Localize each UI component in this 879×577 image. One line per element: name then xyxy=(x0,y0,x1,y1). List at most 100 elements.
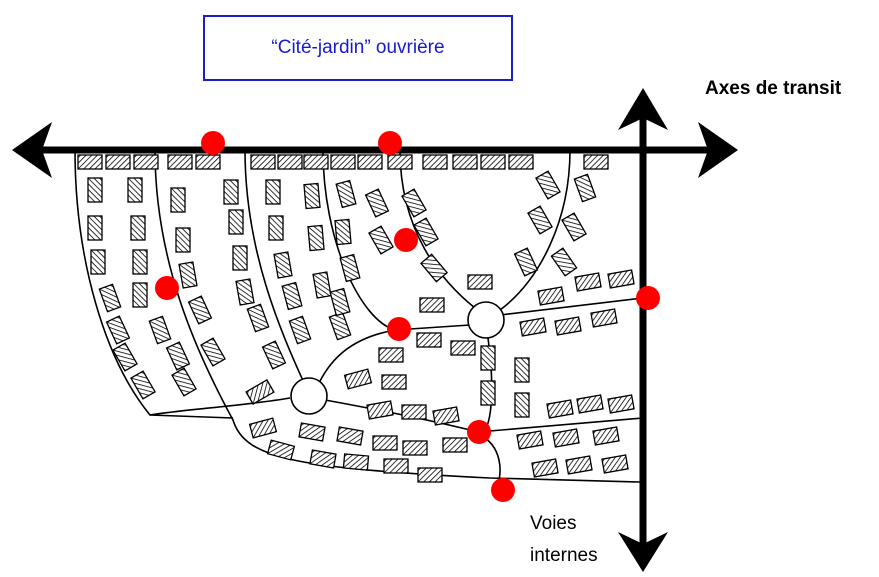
house xyxy=(200,337,226,367)
house xyxy=(442,437,468,453)
house xyxy=(334,218,352,246)
house xyxy=(552,428,580,448)
house xyxy=(307,224,325,252)
house xyxy=(130,215,146,241)
house xyxy=(336,426,364,446)
house xyxy=(105,315,131,345)
house xyxy=(527,205,553,235)
house xyxy=(419,297,445,313)
house xyxy=(480,380,496,406)
house xyxy=(223,179,239,205)
access-point-dot xyxy=(491,478,515,502)
access-point-dot xyxy=(378,131,402,155)
house xyxy=(87,215,103,241)
house xyxy=(401,404,427,420)
title-text: “Cité-jardin” ouvrière xyxy=(271,37,445,58)
house xyxy=(148,315,172,345)
house xyxy=(381,374,407,390)
house xyxy=(112,342,138,372)
house xyxy=(328,311,352,341)
house xyxy=(550,247,578,277)
house xyxy=(178,261,198,289)
house xyxy=(592,426,620,446)
house xyxy=(266,439,296,461)
house xyxy=(372,435,398,451)
house xyxy=(298,422,326,442)
house xyxy=(133,154,159,170)
house xyxy=(339,253,361,283)
house xyxy=(574,272,602,292)
access-point-dot xyxy=(636,286,660,310)
house xyxy=(607,394,635,414)
house xyxy=(250,154,276,170)
house xyxy=(245,379,275,405)
house xyxy=(288,315,312,345)
house xyxy=(519,317,547,337)
house xyxy=(576,394,604,414)
house xyxy=(281,281,303,311)
house xyxy=(450,340,476,356)
title-box: “Cité-jardin” ouvrière xyxy=(203,15,513,81)
house xyxy=(171,367,197,397)
house xyxy=(480,345,496,371)
house xyxy=(167,154,193,170)
house xyxy=(601,454,629,474)
house xyxy=(98,283,122,313)
house xyxy=(303,182,321,210)
house xyxy=(261,340,287,370)
house xyxy=(170,187,186,213)
house xyxy=(387,154,413,170)
house xyxy=(590,308,618,328)
house xyxy=(413,217,439,247)
house xyxy=(303,154,329,170)
access-point-dot xyxy=(467,420,491,444)
house xyxy=(573,173,597,203)
house xyxy=(329,287,351,317)
access-point-dot xyxy=(394,228,418,252)
access-point-dot xyxy=(201,131,225,155)
house xyxy=(364,188,390,218)
house xyxy=(417,467,443,483)
house xyxy=(467,274,493,290)
house xyxy=(383,458,409,474)
transit-axes-label: Axes de transit xyxy=(705,78,842,99)
house xyxy=(165,341,191,371)
house xyxy=(90,249,106,275)
houses xyxy=(77,154,635,483)
house xyxy=(330,154,356,170)
roundabout-east xyxy=(467,301,505,339)
house xyxy=(535,170,561,200)
house xyxy=(514,357,530,383)
house xyxy=(127,177,143,203)
house xyxy=(420,253,448,283)
house xyxy=(378,347,404,363)
house xyxy=(583,154,609,170)
house xyxy=(228,209,244,235)
house xyxy=(561,212,587,242)
house xyxy=(480,154,506,170)
house xyxy=(105,154,131,170)
house xyxy=(366,400,394,420)
house xyxy=(195,154,221,170)
house xyxy=(607,269,635,289)
house xyxy=(368,225,394,255)
house xyxy=(335,179,357,209)
access-point-dot xyxy=(155,276,179,300)
internal-roads-label: Voies internes xyxy=(530,513,598,566)
house xyxy=(246,303,270,333)
house xyxy=(537,286,565,306)
house xyxy=(248,417,278,439)
house xyxy=(77,154,103,170)
house xyxy=(531,458,559,478)
house xyxy=(554,316,582,336)
house xyxy=(343,368,373,390)
house xyxy=(546,399,574,419)
house xyxy=(401,188,427,218)
house xyxy=(265,179,281,205)
house xyxy=(565,455,593,475)
house xyxy=(132,249,148,275)
house xyxy=(187,295,213,325)
transit-axes xyxy=(12,88,738,572)
house xyxy=(232,245,248,271)
house xyxy=(432,406,460,426)
